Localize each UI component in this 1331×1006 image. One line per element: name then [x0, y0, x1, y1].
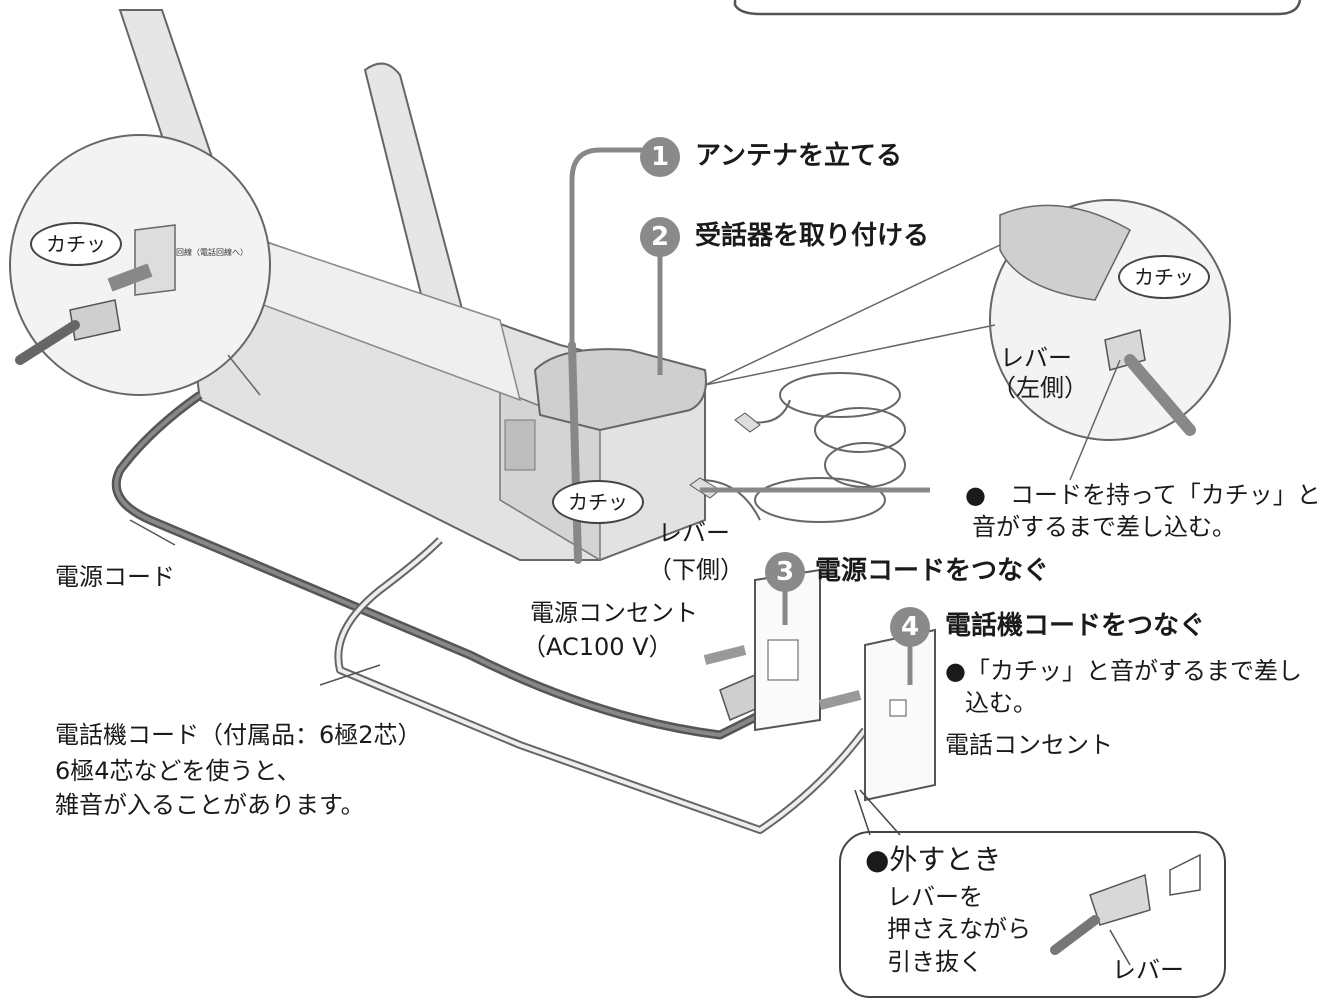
removal-box — [839, 831, 1226, 998]
step-3-label: 電源コードをつなぐ — [815, 556, 1050, 586]
lever-bottom-label: レバー — [658, 519, 730, 547]
step-4-number: 4 — [890, 607, 930, 647]
step4-note-line2: 込む。 — [965, 689, 1037, 717]
removal-lever-label: レバー — [1112, 956, 1184, 984]
click-bubble-right: カチッ — [1118, 255, 1210, 299]
removal-line3: 引き抜く — [887, 948, 983, 976]
step1-leader — [569, 147, 660, 345]
removal-line2: 押さえながら — [887, 915, 1031, 943]
phone-cord-line3: 雑音が入ることがあります。 — [55, 791, 365, 819]
step-1-label: アンテナを立てる — [695, 141, 902, 171]
lever-left-side-note: （左側） — [992, 374, 1088, 402]
coiled-cord — [699, 372, 906, 523]
click-bubble-center: カチッ — [552, 480, 644, 524]
lever-bottom-note: （下側） — [648, 556, 744, 584]
removal-title: ●外すとき — [865, 843, 1002, 876]
phone-cord-line1: 電話機コード（付属品：6極2芯） — [55, 721, 422, 749]
step-3-number: 3 — [765, 552, 805, 592]
power-outlet-label: 電源コンセント — [530, 599, 698, 627]
speaker-grille — [504, 419, 536, 471]
port-label: 回線（電話回線へ） — [176, 248, 248, 257]
step4-note-line1: ●「カチッ」と音がするまで差し — [945, 657, 1302, 685]
phone-outlet-label: 電話コンセント — [945, 731, 1113, 759]
cord-note-line2: 音がするまで差し込む。 — [972, 513, 1236, 541]
step-1-number: 1 — [640, 137, 680, 177]
lever-left-side-label: レバー — [1000, 344, 1072, 372]
click-bubble-left: カチッ — [30, 222, 122, 266]
step-2-label: 受話器を取り付ける — [695, 221, 930, 251]
top-callout-box — [733, 0, 1302, 16]
removal-line1: レバーを — [887, 883, 983, 911]
step-4-label: 電話機コードをつなぐ — [945, 611, 1206, 641]
power-outlet-voltage: （AC100 V） — [522, 633, 673, 661]
stand-pole — [568, 341, 582, 564]
step-2-number: 2 — [640, 217, 680, 257]
cord-note-line1: ● コードを持って「カチッ」と — [965, 481, 1321, 509]
phone-cord-line2: 6極4芯などを使うと、 — [55, 757, 301, 785]
antenna-right — [363, 62, 467, 332]
power-cord-label: 電源コード — [55, 563, 175, 591]
